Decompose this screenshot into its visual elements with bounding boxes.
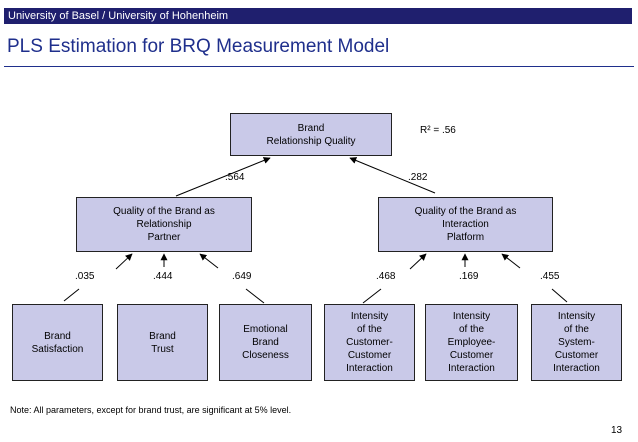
- coef-eci: .169: [459, 271, 479, 282]
- node-brand-satisfaction: Brand Satisfaction: [12, 304, 103, 381]
- institution-label: University of Basel / University of Hohe…: [8, 10, 229, 22]
- coef-satisfaction: .035: [75, 271, 95, 282]
- node-brand-trust: Brand Trust: [117, 304, 208, 381]
- arrow-sci: [551, 288, 568, 303]
- arrow-cci-head: [409, 253, 427, 270]
- coef-partner-to-brq: .564: [225, 172, 245, 183]
- arrow-partner-to-brq: [175, 157, 271, 197]
- node-relationship-partner: Quality of the Brand as Relationship Par…: [76, 197, 252, 252]
- page-title: PLS Estimation for BRQ Measurement Model: [7, 36, 390, 57]
- header-bar: University of Basel / University of Hohe…: [4, 8, 632, 24]
- node-system-customer-interaction: Intensity of the System- Customer Intera…: [531, 304, 622, 381]
- title-divider: [4, 66, 634, 67]
- coef-sci: .455: [540, 271, 560, 282]
- arrow-closeness: [245, 288, 265, 304]
- arrow-sci-head: [501, 253, 521, 269]
- node-brand-relationship-quality: Brand Relationship Quality: [230, 113, 392, 156]
- node-emotional-brand-closeness: Emotional Brand Closeness: [219, 304, 312, 381]
- page-number: 13: [611, 425, 623, 436]
- significance-note: Note: All parameters, except for brand t…: [10, 405, 292, 415]
- arrow-satisfaction-head: [115, 253, 133, 270]
- coef-platform-to-brq: .282: [408, 172, 428, 183]
- arrow-closeness-head: [199, 253, 219, 269]
- node-interaction-platform: Quality of the Brand as Interaction Plat…: [378, 197, 553, 252]
- arrow-cci: [362, 288, 382, 304]
- coef-cci: .468: [376, 271, 396, 282]
- r-squared-label: R² = .56: [420, 125, 456, 136]
- arrow-satisfaction: [63, 288, 80, 302]
- node-customer-customer-interaction: Intensity of the Customer- Customer Inte…: [324, 304, 415, 381]
- node-employee-customer-interaction: Intensity of the Employee- Customer Inte…: [425, 304, 518, 381]
- coef-trust: .444: [153, 271, 173, 282]
- arrow-platform-to-brq: [349, 157, 436, 194]
- coef-closeness: .649: [232, 271, 252, 282]
